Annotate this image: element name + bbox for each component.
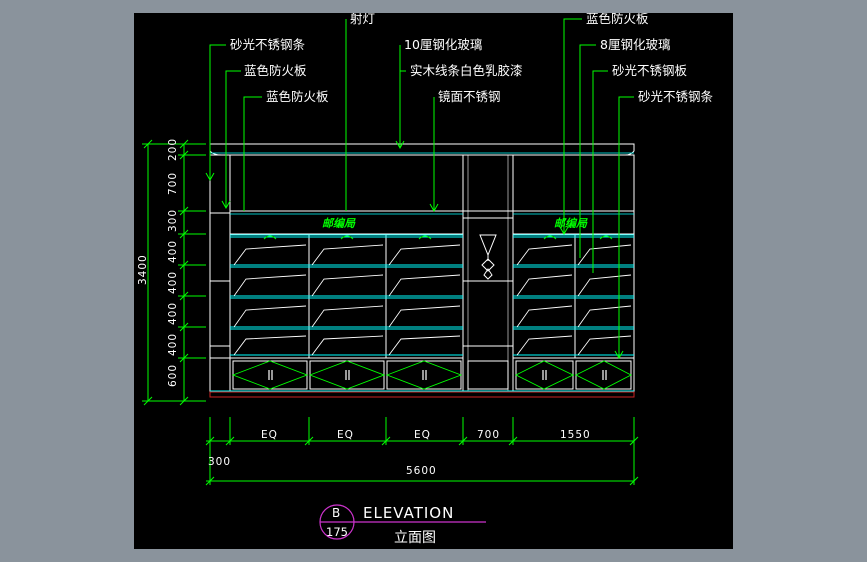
callout-center-2: 10厘钢化玻璃 [404, 37, 482, 52]
hdim-1550: 1550 [560, 429, 591, 441]
hdim-eq-3: EQ [414, 429, 431, 441]
callout-right-3: 砂光不锈钢板 [612, 63, 688, 78]
vdim-200: 200 [167, 138, 179, 161]
drawing-number: B [332, 506, 340, 520]
sign-left: 邮编局 [322, 217, 356, 230]
vdim-total: 3400 [137, 254, 149, 285]
vdim-600: 600 [167, 364, 179, 387]
hdim-700: 700 [477, 429, 500, 441]
sign-right: 邮编局 [554, 217, 588, 230]
callout-center-4: 镜面不锈钢 [438, 89, 501, 104]
vdim-300: 300 [167, 209, 179, 232]
door-handles [268, 370, 607, 380]
vdim-400-d: 400 [167, 333, 179, 356]
callout-left-2: 蓝色防火板 [244, 63, 307, 78]
hdim-300: 300 [208, 456, 231, 468]
horizontal-dimension-lines [205, 417, 639, 486]
vertical-dimension-lines [142, 139, 206, 406]
elevation-title-cn: 立面图 [394, 530, 436, 546]
callout-left-1: 砂光不锈钢条 [230, 37, 306, 52]
title-block: B 175 ELEVATION 立面图 [319, 504, 486, 546]
leader-lines [205, 18, 634, 360]
hdim-total: 5600 [406, 465, 437, 477]
vertical-dimension-labels: 200 700 300 400 400 400 400 600 3400 [137, 138, 179, 387]
vdim-400-c: 400 [167, 302, 179, 325]
vdim-400-b: 400 [167, 271, 179, 294]
horizontal-dimension-labels: EQ EQ EQ 700 1550 300 5600 [208, 429, 591, 477]
glass-shelves [210, 234, 634, 392]
callout-left-3: 蓝色防火板 [266, 89, 329, 104]
pendant-logo [479, 234, 497, 280]
sheet-number: 175 [326, 525, 348, 539]
display-shelves [233, 244, 632, 356]
callout-right-2: 8厘钢化玻璃 [600, 37, 670, 52]
vdim-400-a: 400 [167, 240, 179, 263]
callout-right-4: 砂光不锈钢条 [638, 89, 714, 104]
elevation-title: ELEVATION [363, 504, 454, 522]
hdim-eq-1: EQ [261, 429, 278, 441]
cad-viewport[interactable]: 邮编局 邮编局 砂光不锈钢条 蓝色防火板 蓝色防火板 射灯 10厘钢化玻璃 实木… [134, 13, 733, 549]
door-diamonds [231, 360, 632, 390]
elevation-drawing: 邮编局 邮编局 砂光不锈钢条 蓝色防火板 蓝色防火板 射灯 10厘钢化玻璃 实木… [137, 13, 714, 546]
callout-center-3: 实木线条白色乳胶漆 [410, 63, 523, 78]
vdim-700: 700 [167, 172, 179, 195]
callout-right-1: 蓝色防火板 [586, 13, 649, 26]
hdim-eq-2: EQ [337, 429, 354, 441]
callout-center-1: 射灯 [350, 13, 375, 26]
base-plinth [209, 391, 635, 398]
spotlights [263, 235, 613, 240]
